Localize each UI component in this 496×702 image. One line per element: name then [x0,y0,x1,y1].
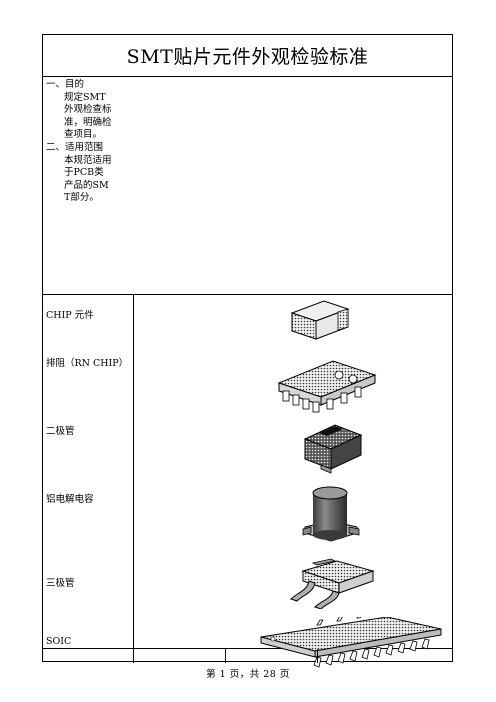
document-title: SMT贴片元件外观检验标准 [126,46,369,68]
purpose-body: 规定SMT外观检查标准，明确检查项目。 [64,91,112,141]
transistor-icon [290,558,375,609]
purpose-heading: 一、目的 [46,79,85,90]
bottom-divider-3 [317,649,318,663]
standard-table: SMT贴片元件外观检验标准 一、目的 规定SMT外观检查标准，明确检查项目。 二… [42,34,453,668]
electrolytic-capacitor-icon [302,486,360,542]
component-types-cell: CHIP 元件 排阻（RN CHIP） 二极管 铝电解电容 三极管 SOIC [43,295,452,668]
component-label-electrolytic-cap: 铝电解电容 [46,494,94,505]
purpose-scope-text: 一、目的 规定SMT外观检查标准，明确检查项目。 二、适用范围 本规范适用于PC… [46,79,112,205]
scope-heading: 二、适用范围 [46,141,104,153]
column-divider [133,295,134,648]
resistor-network-icon [277,360,377,413]
component-label-transistor: 三极管 [46,578,75,589]
table-bottom-row [43,649,452,663]
scope-body: 本规范适用于PCB类产品的SMT部分。 [64,154,112,204]
diode-icon [303,424,363,474]
purpose-scope-cell: 一、目的 规定SMT外观检查标准，明确检查项目。 二、适用范围 本规范适用于PC… [43,77,452,295]
chip-resistor-icon [290,300,350,340]
component-label-diode: 二极管 [46,426,75,437]
soic-icon [260,617,442,668]
bottom-divider-1 [133,649,134,663]
component-label-rn-chip: 排阻（RN CHIP） [46,358,129,369]
bottom-divider-2 [225,649,226,663]
page-number: 第 1 页，共 28 页 [206,669,290,680]
title-cell: SMT贴片元件外观检验标准 [43,35,452,77]
component-label-chip: CHIP 元件 [46,310,94,321]
component-label-soic: SOIC [46,636,72,647]
